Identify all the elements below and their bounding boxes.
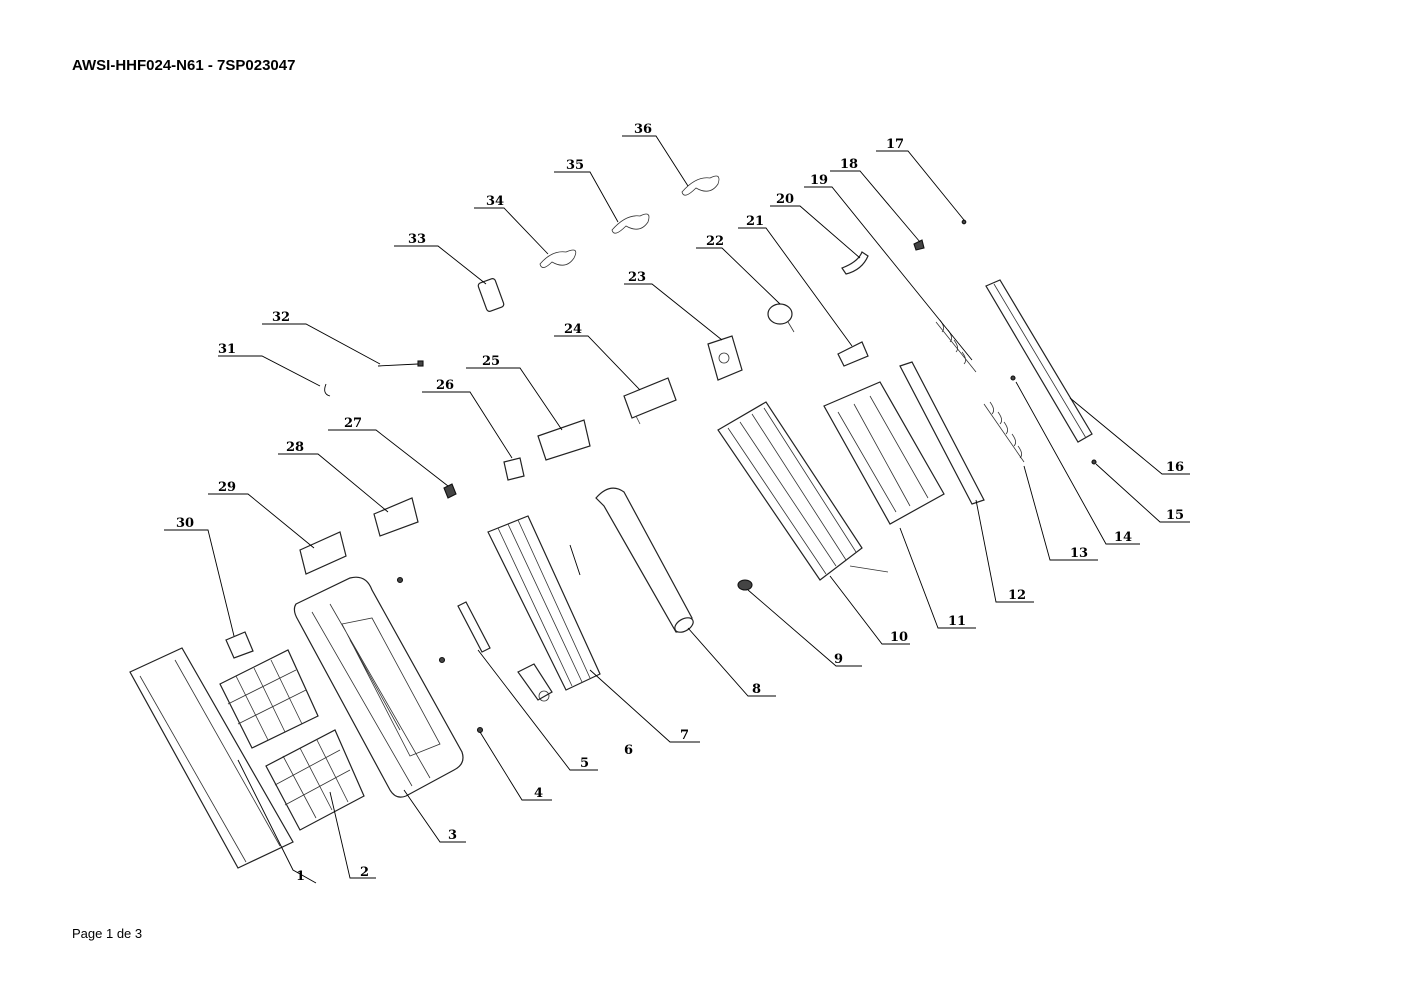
temperature-sensor-part — [377, 360, 424, 367]
main-housing-part — [293, 576, 464, 798]
front-panel-part — [129, 647, 294, 869]
callout-29: 29 — [218, 480, 236, 495]
louver-set-upper-part — [935, 319, 977, 373]
callout-9: 9 — [834, 652, 843, 667]
bracket-part — [837, 341, 869, 367]
callout-16: 16 — [1166, 460, 1184, 475]
screw-part-14 — [1010, 375, 1016, 381]
callout-4: 4 — [534, 786, 543, 801]
document-title: AWSI-HHF024-N61 - 7SP023047 — [72, 57, 296, 74]
callout-2: 2 — [360, 865, 369, 880]
callout-21: 21 — [746, 214, 764, 229]
callout-30: 30 — [176, 516, 194, 531]
pipe-connector-part — [517, 663, 553, 702]
callout-28: 28 — [286, 440, 304, 455]
callout-12: 12 — [1008, 588, 1026, 603]
air-filter-upper-part — [219, 649, 319, 749]
callout-34: 34 — [486, 194, 504, 209]
remote-control-part — [477, 278, 505, 312]
fan-motor-part — [767, 303, 795, 333]
stepping-motor-part — [707, 335, 743, 381]
callout-8: 8 — [752, 682, 761, 697]
callout-33: 33 — [408, 232, 426, 247]
callout-6: 6 — [624, 743, 633, 758]
callout-1: 1 — [296, 869, 305, 884]
callout-27: 27 — [344, 416, 362, 431]
connection-cable-part-35 — [611, 213, 650, 234]
screw-part-15 — [1091, 459, 1097, 465]
screw-part-a — [396, 576, 404, 584]
page-footer: Page 1 de 3 — [72, 926, 143, 941]
evaporator-part — [487, 515, 601, 691]
callout-11: 11 — [948, 614, 966, 629]
parts-drawings — [129, 175, 1097, 869]
connection-cable-part-34 — [539, 249, 577, 268]
louver-set-lower-part — [983, 401, 1025, 463]
control-pcb-part — [623, 377, 677, 425]
callout-10: 10 — [890, 630, 908, 645]
hook-part — [324, 383, 331, 397]
callout-19: 19 — [810, 173, 828, 188]
callout-14: 14 — [1114, 530, 1132, 545]
callout-25: 25 — [482, 354, 500, 369]
electric-frame-part — [823, 381, 945, 525]
rear-panel-part — [985, 279, 1093, 443]
callout-35: 35 — [566, 158, 584, 173]
filter-clip-part — [225, 631, 254, 659]
callout-labels: 1 2 3 4 5 6 7 8 9 10 11 12 13 14 15 16 1… — [176, 122, 1184, 884]
display-board-part — [299, 531, 347, 575]
callout-3: 3 — [448, 828, 457, 843]
air-filter-lower-part — [265, 729, 365, 831]
leader-lines — [164, 135, 1190, 884]
callout-22: 22 — [706, 234, 724, 249]
screw-part-b — [438, 656, 446, 664]
chassis-part — [717, 401, 889, 581]
callout-18: 18 — [840, 157, 858, 172]
callout-13: 13 — [1070, 546, 1088, 561]
bearing-part — [737, 579, 753, 591]
callout-7: 7 — [680, 728, 689, 743]
callout-26: 26 — [436, 378, 454, 393]
callout-17: 17 — [886, 137, 904, 152]
drain-hose-part — [841, 251, 869, 275]
callout-31: 31 — [218, 342, 236, 357]
terminal-cover-part — [537, 419, 591, 461]
callout-15: 15 — [1166, 508, 1184, 523]
callout-24: 24 — [564, 322, 582, 337]
louver-bar-part — [899, 361, 985, 505]
cover-bracket-part — [373, 497, 419, 537]
callout-5: 5 — [580, 756, 589, 771]
terminal-block-part — [503, 457, 525, 481]
callout-20: 20 — [776, 192, 794, 207]
connection-cable-part-36 — [681, 175, 720, 196]
display-part — [443, 483, 457, 499]
screw-part-4 — [476, 726, 484, 734]
callout-36: 36 — [634, 122, 652, 137]
small-part-17 — [961, 219, 967, 225]
cross-flow-fan-part — [595, 487, 694, 633]
drain-bar-part — [457, 601, 491, 653]
callout-23: 23 — [628, 270, 646, 285]
callout-32: 32 — [272, 310, 290, 325]
